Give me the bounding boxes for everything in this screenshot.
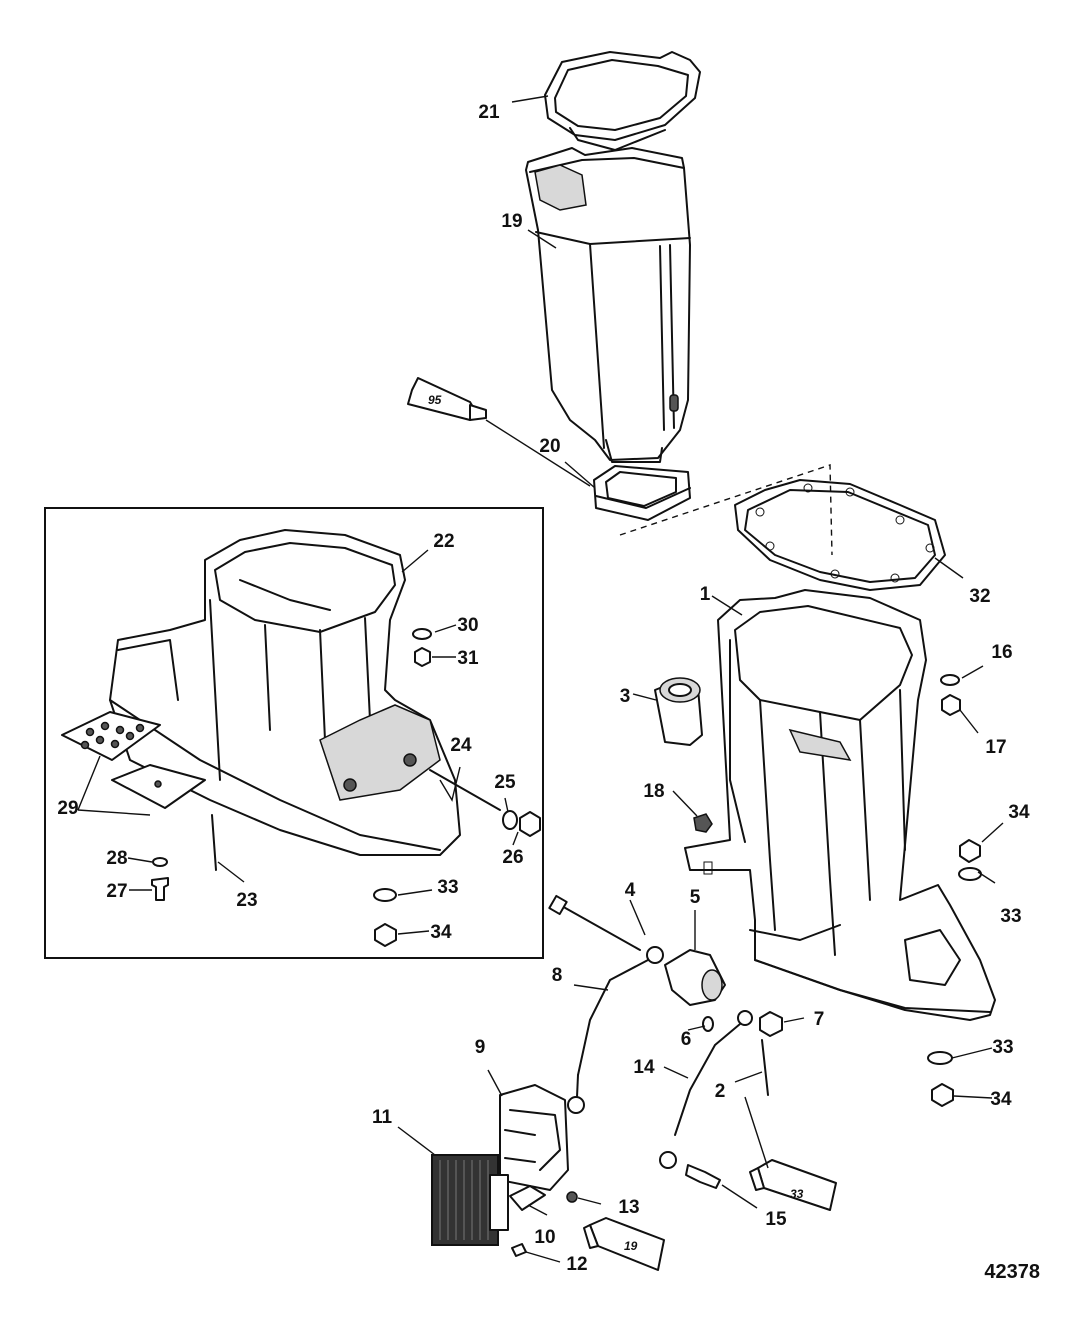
callout-23: 23 bbox=[236, 890, 257, 911]
part-9-anode-bracket bbox=[499, 1084, 569, 1191]
callout-16: 16 bbox=[991, 642, 1012, 663]
callout-2: 2 bbox=[715, 1081, 726, 1102]
part-7-nut bbox=[759, 1011, 783, 1037]
part-34-nut-inset bbox=[374, 923, 397, 947]
callout-3: 3 bbox=[620, 686, 631, 707]
callout-24: 24 bbox=[450, 735, 472, 756]
callout-34-a: 34 bbox=[1008, 802, 1030, 823]
part-1-driveshaft-housing bbox=[684, 589, 996, 1021]
callout-20: 20 bbox=[539, 436, 560, 457]
inset-frame bbox=[44, 507, 544, 959]
callout-26: 26 bbox=[502, 847, 523, 868]
part-25-washer bbox=[502, 810, 518, 830]
callout-19: 19 bbox=[501, 211, 522, 232]
part-30-washer bbox=[412, 628, 432, 640]
tube-95-label: 95 bbox=[428, 393, 442, 407]
callout-10: 10 bbox=[534, 1227, 555, 1248]
part-16-washer bbox=[940, 674, 960, 686]
part-34-nut-a bbox=[959, 839, 981, 863]
part-29-plates bbox=[61, 711, 206, 809]
callout-14: 14 bbox=[633, 1057, 655, 1078]
part-2-stud bbox=[761, 1039, 769, 1096]
callout-15: 15 bbox=[765, 1209, 787, 1230]
callout-28: 28 bbox=[106, 848, 127, 869]
callout-33-b: 33 bbox=[992, 1037, 1013, 1058]
part-6-washer bbox=[702, 1016, 714, 1032]
callout-5: 5 bbox=[690, 887, 701, 908]
callout-7: 7 bbox=[814, 1009, 825, 1030]
tube-33-label: 33 bbox=[790, 1187, 804, 1201]
callout-labels: 1 2 3 4 5 6 7 8 9 10 11 12 13 14 15 16 1… bbox=[57, 102, 1030, 1275]
part-26-nut bbox=[519, 811, 541, 837]
callout-6: 6 bbox=[681, 1029, 692, 1050]
callout-30: 30 bbox=[457, 615, 478, 636]
part-31-nut bbox=[414, 647, 431, 667]
callout-27: 27 bbox=[106, 881, 127, 902]
part-23-stud bbox=[211, 814, 217, 871]
part-10-screw bbox=[509, 1185, 546, 1211]
part-28-washer bbox=[152, 857, 168, 867]
part-11-anode bbox=[431, 1154, 509, 1246]
tube-95-sealant bbox=[407, 377, 487, 421]
callout-34-b: 34 bbox=[990, 1089, 1012, 1110]
callout-12: 12 bbox=[566, 1254, 587, 1275]
part-4-bolt bbox=[559, 904, 641, 951]
leader-lines bbox=[77, 95, 1004, 1263]
part-15-bolt bbox=[685, 1164, 721, 1189]
part-33-washer-inset bbox=[373, 888, 397, 902]
callout-18: 18 bbox=[643, 781, 664, 802]
part-19-inner-housing bbox=[525, 147, 691, 463]
part-14-ground-wire bbox=[659, 1010, 753, 1169]
part-3-water-tube-grommet bbox=[654, 677, 703, 746]
part-33-washer-b bbox=[927, 1051, 953, 1065]
callout-9: 9 bbox=[475, 1037, 486, 1058]
callout-4: 4 bbox=[625, 880, 636, 901]
callout-11: 11 bbox=[372, 1107, 393, 1128]
tube-19-label: 19 bbox=[624, 1239, 638, 1253]
callout-8: 8 bbox=[552, 965, 563, 986]
callout-33-a: 33 bbox=[1000, 906, 1021, 927]
part-20-square-seal bbox=[593, 465, 691, 521]
callout-31: 31 bbox=[457, 648, 479, 669]
part-12-screw bbox=[511, 1243, 527, 1257]
part-5-bushing bbox=[664, 949, 726, 1006]
part-32-gasket bbox=[734, 479, 946, 591]
callout-17: 17 bbox=[985, 737, 1006, 758]
callout-25: 25 bbox=[494, 772, 516, 793]
callout-32: 32 bbox=[969, 586, 990, 607]
part-18-plug bbox=[693, 813, 713, 833]
alignment-dash bbox=[619, 464, 833, 556]
callout-13: 13 bbox=[618, 1197, 639, 1218]
callout-29: 29 bbox=[57, 798, 78, 819]
part-24-stud bbox=[429, 769, 501, 811]
tube-33-sealant bbox=[749, 1159, 837, 1211]
part-22-driveshaft-housing-long bbox=[109, 529, 461, 856]
part-34-nut-b bbox=[931, 1083, 954, 1107]
part-33-washer-a bbox=[958, 867, 982, 881]
part-17-nut bbox=[941, 694, 961, 716]
callout-21: 21 bbox=[478, 102, 500, 123]
part-27-bolt bbox=[151, 877, 169, 901]
part-21-seal-ring bbox=[544, 51, 701, 151]
tube-19-sealant bbox=[583, 1217, 665, 1271]
callout-1: 1 bbox=[700, 584, 711, 605]
callout-34-inset: 34 bbox=[430, 922, 452, 943]
part-8-ground-wire bbox=[567, 946, 664, 1114]
figure-number: 42378 bbox=[984, 1261, 1040, 1283]
callout-33-inset: 33 bbox=[437, 877, 458, 898]
callout-22: 22 bbox=[433, 531, 454, 552]
part-13-nut bbox=[566, 1191, 578, 1203]
